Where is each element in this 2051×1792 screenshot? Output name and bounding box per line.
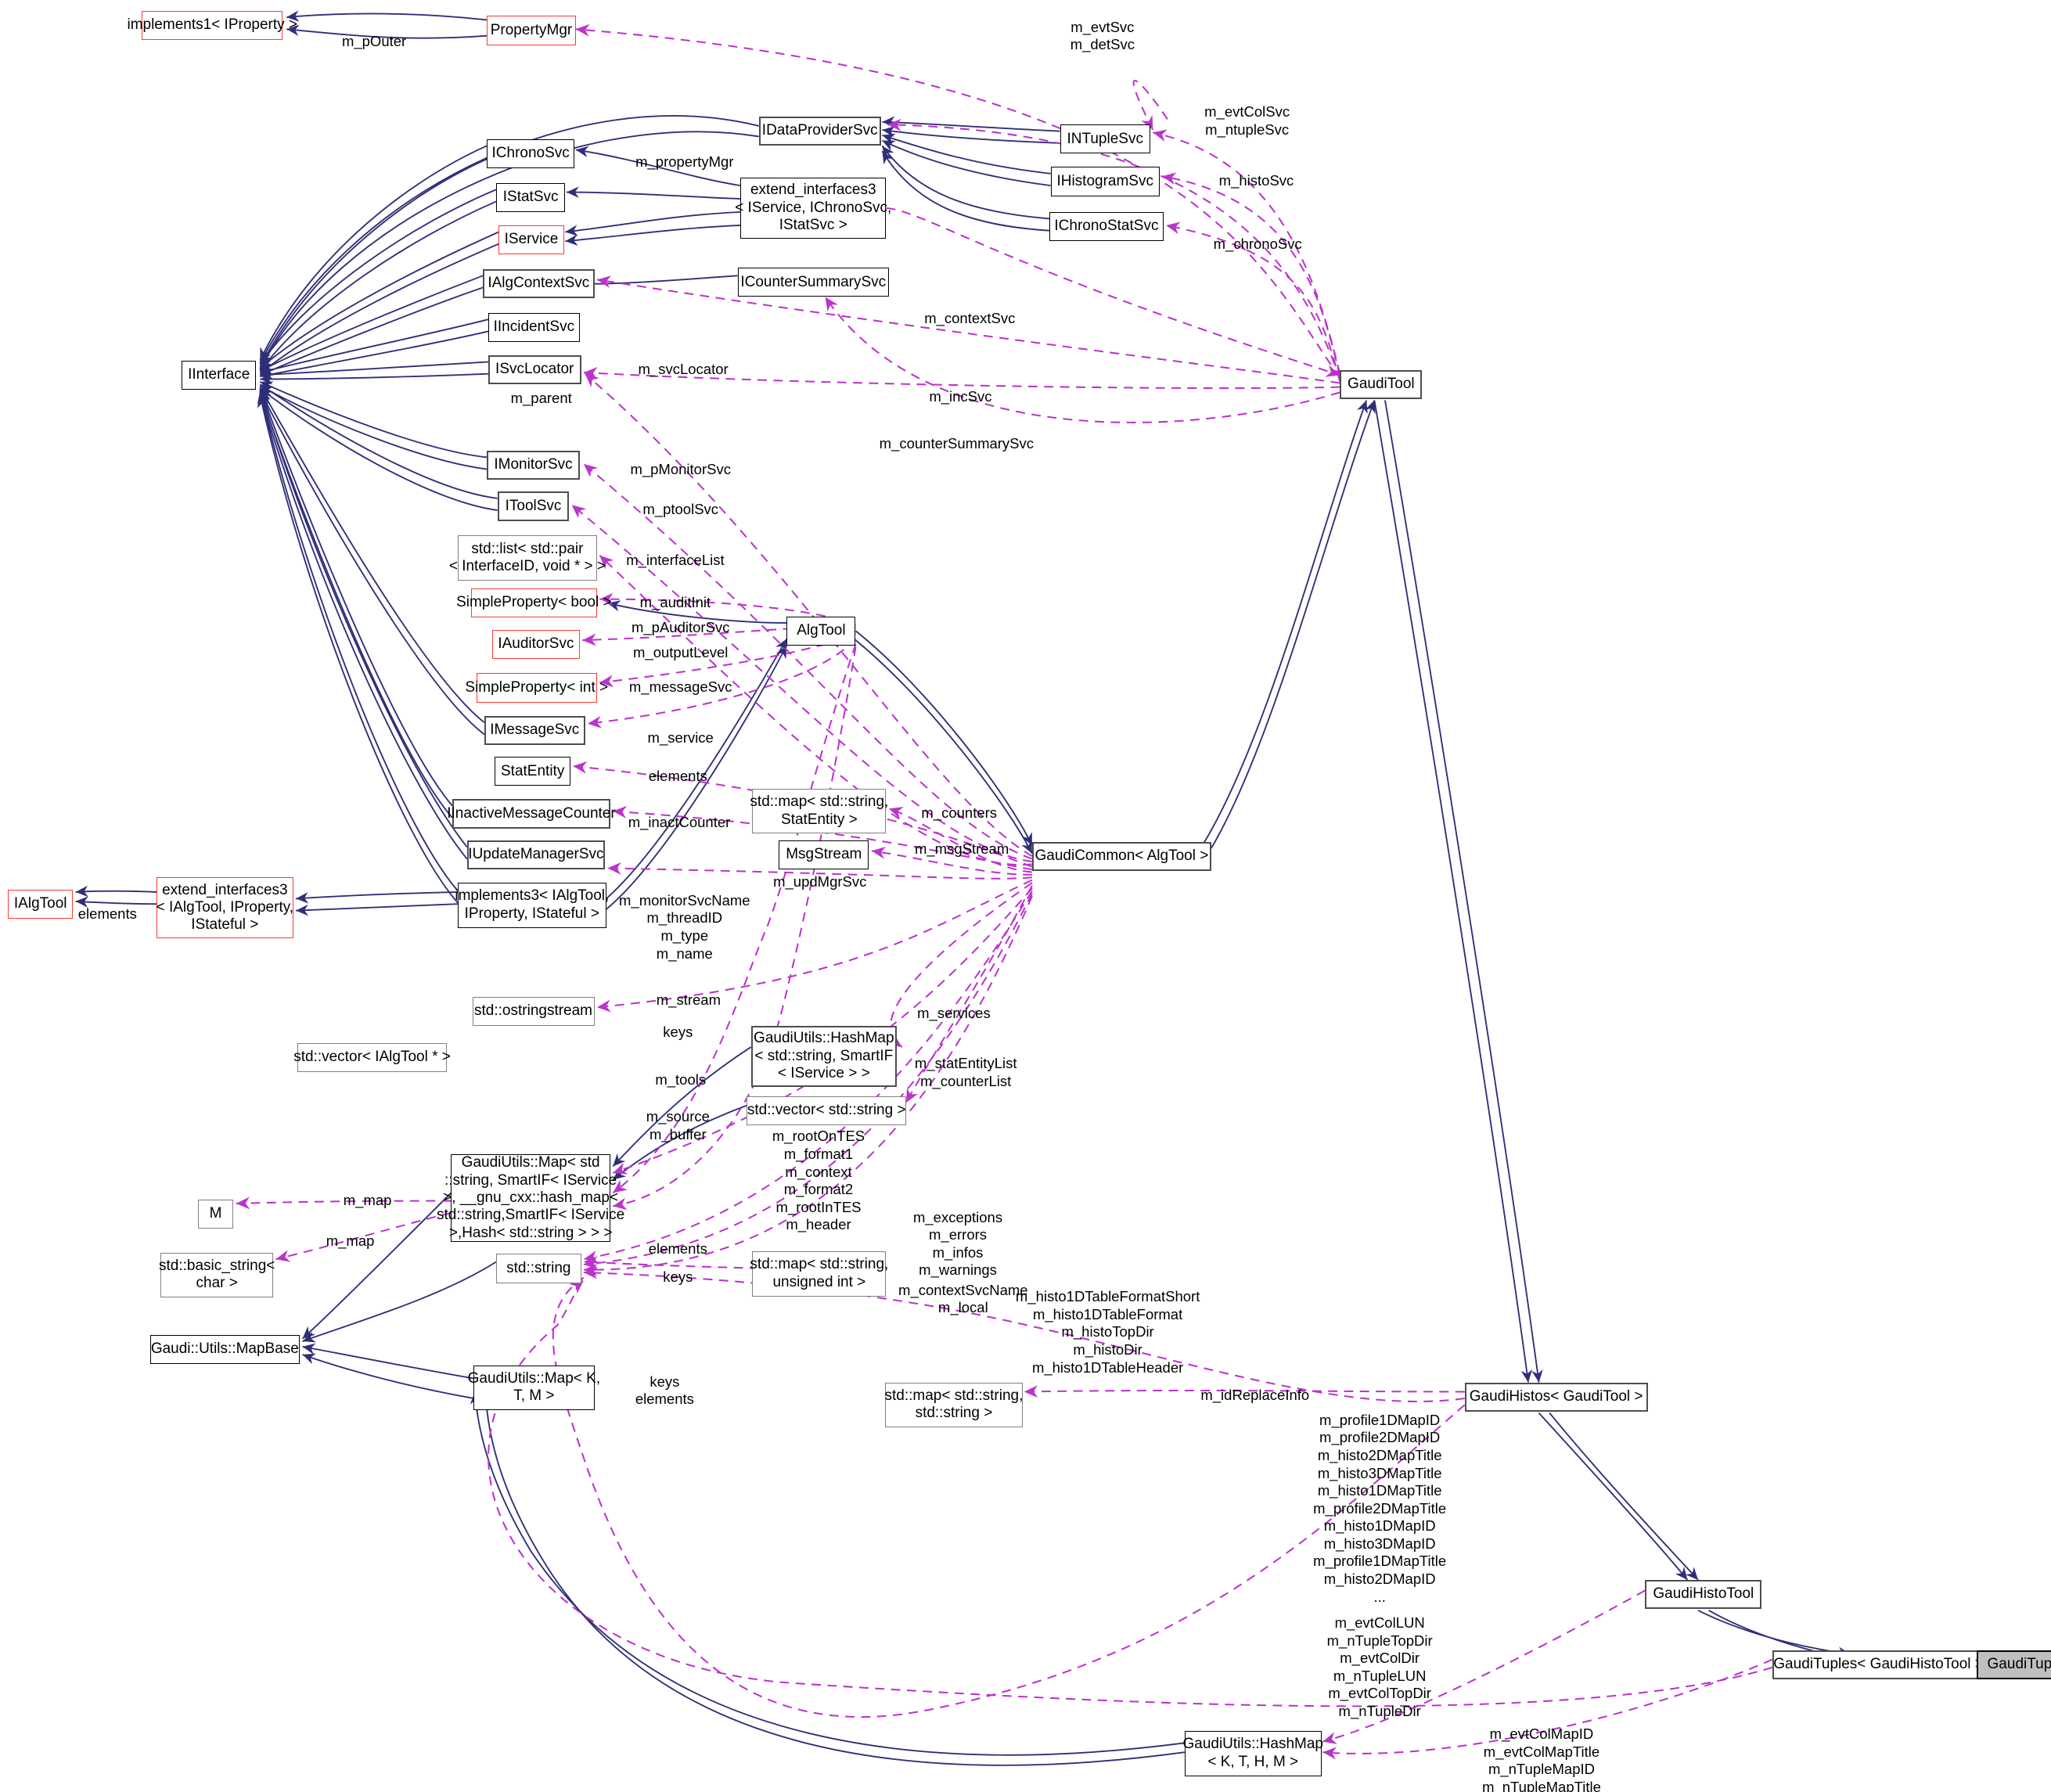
edge-label: m_histo1DTableFormatShort m_histo1DTable… <box>1015 1288 1200 1376</box>
class-node-IInterface[interactable]: IInterface <box>182 360 257 390</box>
edge-label: keys <box>663 1268 693 1285</box>
edge-label: m_map <box>343 1191 392 1208</box>
edge-label: m_service <box>647 729 714 746</box>
edge-label: elements <box>648 1240 707 1258</box>
edge-label: m_propertyMgr <box>635 153 734 171</box>
class-node-GaudiTool[interactable]: GaudiTool <box>1340 369 1423 399</box>
class-node-GaudiTuples_GaudiHistoTool[interactable]: GaudiTuples< GaudiHistoTool > <box>1772 1650 1985 1679</box>
class-node-IChronoSvc[interactable]: IChronoSvc <box>487 139 575 169</box>
class-node-IStatSvc[interactable]: IStatSvc <box>496 182 566 212</box>
edge-label: m_msgStream <box>914 840 1009 857</box>
edge-label: m_evtColSvc m_ntupleSvc <box>1204 103 1290 138</box>
edge-label: m_ptoolSvc <box>642 501 719 518</box>
edge-label: m_profile1DMapID m_profile2DMapID m_hist… <box>1313 1411 1447 1605</box>
class-node-SimpleProperty_bool[interactable]: SimpleProperty< bool > <box>456 588 612 618</box>
class-node-stdlist_pair[interactable]: std::list< std::pair < InterfaceID, void… <box>449 535 606 581</box>
class-node-IHistogramSvc[interactable]: IHistogramSvc <box>1050 167 1160 196</box>
edge-label: m_auditInit <box>639 593 711 610</box>
class-node-IInactiveMessageCounter[interactable]: IInactiveMessageCounter <box>447 799 616 829</box>
class-node-IIncidentSvc[interactable]: IIncidentSvc <box>488 312 580 342</box>
edge-label: m_messageSvc <box>628 678 732 696</box>
edge-label: m_interfaceList <box>626 551 725 568</box>
edge-label: m_stream <box>656 991 721 1008</box>
class-node-GaudiUtils_Map_KTM[interactable]: GaudiUtils::Map< K, T, M > <box>468 1365 600 1411</box>
class-node-StatEntity[interactable]: StatEntity <box>495 757 570 786</box>
class-node-GaudiCommon_AlgTool[interactable]: GaudiCommon< AlgTool > <box>1031 841 1211 871</box>
edge-label: m_map <box>326 1232 375 1250</box>
edge-label: keys elements <box>635 1373 694 1408</box>
edge-label: m_svcLocator <box>638 360 729 377</box>
class-node-IMessageSvc[interactable]: IMessageSvc <box>484 715 585 745</box>
class-node-PropertyMgr[interactable]: PropertyMgr <box>487 16 576 45</box>
edge-label: m_counterSummarySvc <box>879 434 1034 452</box>
class-node-extend_interfaces3_alg[interactable]: extend_interfaces3 < IAlgTool, IProperty… <box>157 877 293 939</box>
class-node-INTupleSvc[interactable]: INTupleSvc <box>1060 124 1150 154</box>
edge-label: m_services <box>917 1004 991 1021</box>
class-node-IDataProviderSvc[interactable]: IDataProviderSvc <box>758 117 881 146</box>
class-node-extend_interfaces3_svc[interactable]: extend_interfaces3 < IService, IChronoSv… <box>735 177 891 239</box>
class-node-MsgStream[interactable]: MsgStream <box>779 840 869 870</box>
edge-label: m_parent <box>510 389 572 406</box>
class-node-ICounterSummarySvc[interactable]: ICounterSummarySvc <box>737 268 889 297</box>
edge-label: m_evtSvc m_detSvc <box>1070 18 1135 53</box>
class-node-implements1_IProperty[interactable]: implements1< IProperty > <box>127 10 297 40</box>
edge-label: m_exceptions m_errors m_infos m_warnings <box>912 1208 1003 1279</box>
class-node-SimpleProperty_int[interactable]: SimpleProperty< int > <box>465 673 608 703</box>
edge-label: m_evtColLUN m_nTupleTopDir m_evtColDir m… <box>1326 1614 1433 1719</box>
edge-label: m_pAuditorSvc <box>631 618 730 635</box>
class-node-GaudiUtils_Map_big[interactable]: GaudiUtils::Map< std ::string, SmartIF< … <box>437 1154 625 1243</box>
edge-label: m_pOuter <box>341 33 407 50</box>
class-node-ISvcLocator[interactable]: ISvcLocator <box>488 354 581 385</box>
class-node-stdmap_string_uint[interactable]: std::map< std::string, unsigned int > <box>750 1250 888 1297</box>
edge-label: m_chronoSvc <box>1213 236 1302 253</box>
class-node-stdostringstream[interactable]: std::ostringstream <box>472 996 595 1026</box>
edge-label: m_rootOnTES m_format1 m_context m_format… <box>772 1128 865 1233</box>
class-node-AlgTool[interactable]: AlgTool <box>786 616 856 646</box>
class-node-M[interactable]: M <box>197 1199 234 1229</box>
edge-label: m_counters <box>921 804 998 822</box>
edge-label: m_inactCounter <box>628 813 731 830</box>
edge-label: m_incSvc <box>929 388 992 405</box>
class-node-IMonitorSvc[interactable]: IMonitorSvc <box>487 450 580 480</box>
class-node-stdvector_string[interactable]: std::vector< std::string > <box>747 1096 906 1125</box>
edge-label: m_contextSvcName m_local <box>898 1281 1028 1316</box>
class-node-IAlgContextSvc[interactable]: IAlgContextSvc <box>483 268 595 299</box>
class-node-IAuditorSvc[interactable]: IAuditorSvc <box>491 629 580 659</box>
edge-label: m_histoSvc <box>1218 172 1294 189</box>
class-node-IService[interactable]: IService <box>498 225 564 255</box>
edge-label: m_updMgrSvc <box>773 873 867 891</box>
class-node-stdbasic_string[interactable]: std::basic_string< char > <box>159 1252 275 1298</box>
class-node-stdvector_IAlgTool[interactable]: std::vector< IAlgTool * > <box>293 1043 451 1073</box>
edge-label: m_pMonitorSvc <box>630 461 731 478</box>
edge-label: m_statEntityList m_counterList <box>914 1055 1017 1089</box>
edge-label: m_monitorSvcName m_threadID m_type m_nam… <box>619 891 750 962</box>
edge-label: m_source m_buffer <box>646 1108 710 1142</box>
class-node-IUpdateManagerSvc[interactable]: IUpdateManagerSvc <box>466 840 606 870</box>
class-node-GaudiUtils_HashMap_KTHM[interactable]: GaudiUtils::HashMap < K, T, H, M > <box>1182 1731 1323 1776</box>
class-node-IAlgTool[interactable]: IAlgTool <box>8 889 74 919</box>
edge-label: m_evtColMapID m_evtColMapTitle m_nTupleM… <box>1482 1725 1601 1792</box>
class-node-Gaudi_Utils_MapBase[interactable]: Gaudi::Utils::MapBase <box>149 1334 300 1364</box>
class-node-stdmap_string_StatEntity[interactable]: std::map< std::string, StatEntity > <box>750 788 888 834</box>
class-node-stdmap_string_string[interactable]: std::map< std::string, std::string > <box>885 1382 1023 1428</box>
class-node-implements3_IAlgTool[interactable]: implements3< IAlgTool, IProperty, IState… <box>455 883 609 928</box>
edge-label: m_contextSvc <box>924 310 1016 327</box>
edge-label: keys <box>663 1023 693 1040</box>
class-node-IToolSvc[interactable]: IToolSvc <box>497 491 570 521</box>
class-node-stdstring[interactable]: std::string <box>496 1254 581 1283</box>
edge-label: m_idReplaceInfo <box>1200 1386 1310 1403</box>
edge-label: m_tools <box>655 1071 707 1088</box>
edge-label: m_outputLevel <box>633 644 729 661</box>
class-node-IChronoStatSvc[interactable]: IChronoStatSvc <box>1049 212 1164 242</box>
edge-label: elements <box>648 767 707 784</box>
edge-label: elements <box>77 905 137 922</box>
class-node-GaudiHistos_GaudiTool[interactable]: GaudiHistos< GaudiTool > <box>1464 1382 1648 1412</box>
class-node-GaudiTupleTool[interactable]: GaudiTupleTool <box>1977 1650 2051 1679</box>
class-node-GaudiUtils_HashMap_str_SmartIF[interactable]: GaudiUtils::HashMap < std::string, Smart… <box>750 1025 898 1087</box>
class-node-GaudiHistoTool[interactable]: GaudiHistoTool <box>1645 1579 1762 1610</box>
